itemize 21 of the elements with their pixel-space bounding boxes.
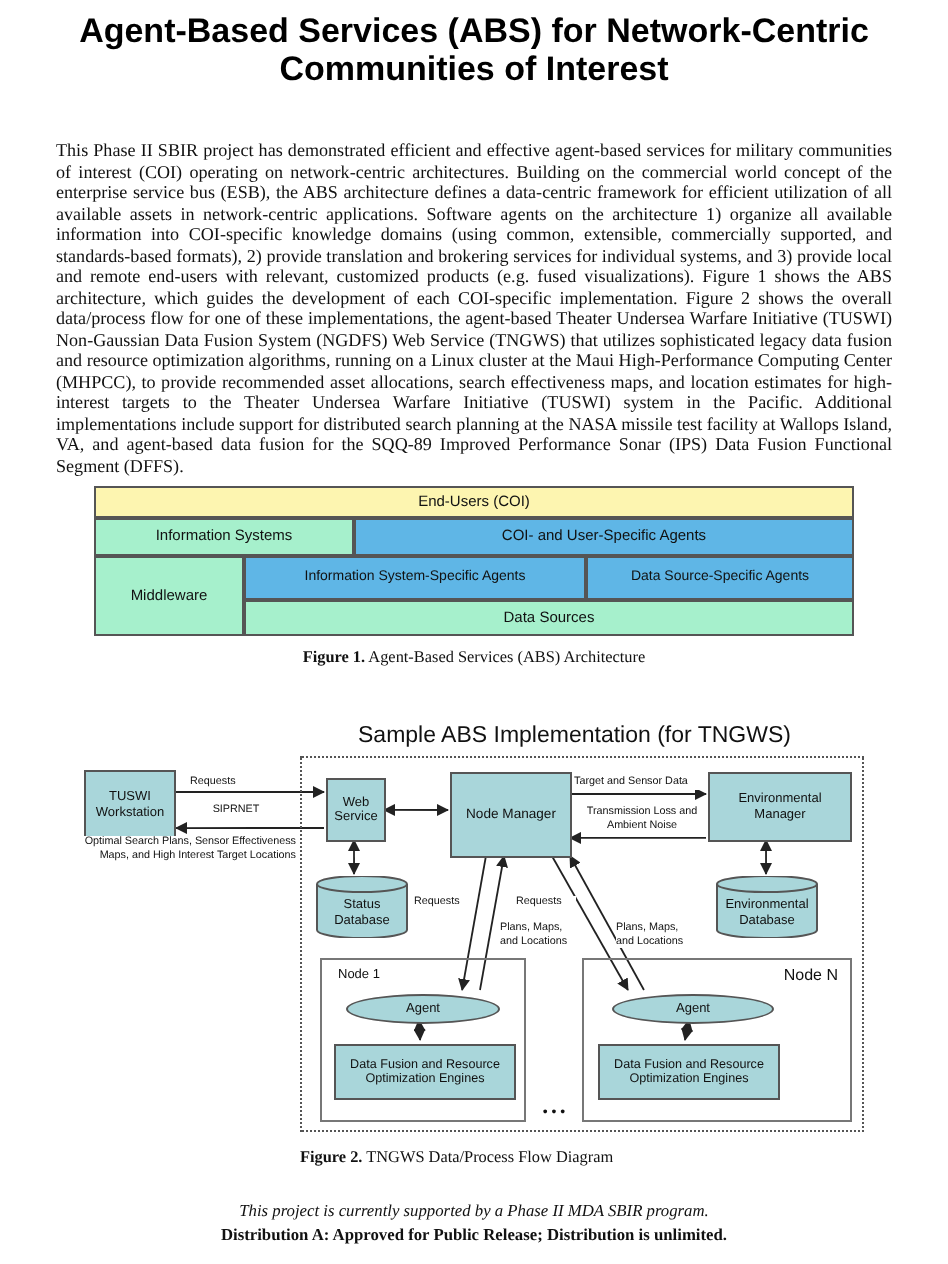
node-panel (320, 958, 526, 1122)
footer-note: Distribution A: Approved for Public Release; Distribution is unlimited. (218, 1226, 730, 1246)
arrow (348, 839, 360, 875)
figure-caption: Figure 2. TNGWS Data/Process Flow Diagram (300, 1148, 616, 1168)
arrow (383, 803, 449, 816)
arrow (479, 855, 508, 991)
page-title: Agent-Based Services (ABS) for Network-Centric Communities of Interest (77, 12, 871, 88)
node-panel (582, 958, 852, 1122)
arrow (569, 831, 707, 844)
footer-note: This project is currently supported by a Phase II MDA SBIR program. (237, 1202, 711, 1222)
figure-caption: Figure 1. Agent-Based Services (ABS) Architecture (300, 648, 648, 668)
arrow (175, 786, 325, 798)
group-title: Node N (783, 966, 838, 985)
arrow (175, 822, 325, 835)
group-title: Sample ABS Implementation (for TNGWS) (358, 724, 791, 750)
body-paragraph: This Phase II SBIR project has demonstrated efficient and effective agent-based services for military communities of interest (COI) operating on network-centric architectures. Building on the commercial world concept of the enterprise service bus (ESB), the ABS architecture defines a data-centric framework for efficient utilization of all available assets in network-centric applications. Software agents on the architecture 1) organize all available information into COI-specific knowledge domains (using common, extensible, commercially supported, and standards-based formats), 2) provide translation and brokering services for individual systems, and 3) provide local and remote end-users with relevant, customized products (e.g. fused visualizations). Figure 1 shows the ABS architecture, which guides the development of each COI-specific implementation. Figure 2 shows the overall data/process flow for one of these implementations, the agent-based Theater Undersea Warfare Initiative (TUSWI) Non-Gaussian Data Fusion System (NGDFS) Web Service (TNGWS) that utilizes sophisticated legacy data fusion and resource optimization algorithms, running on a Linux cluster at the Maui High-Performance Computing Center (MHPCC), to provide recommended asset allocations, search effectiveness maps, and location estimates for high-interest targets to the Theater Undersea Warfare Initiative (TUSWI) system in the Pacific. Additional implementations include support for distributed search planning at the NASA missile test facility at Wallops Island, VA, and agent-based data fusion for the SQQ-89 Improved Performance Sonar (IPS) Data Fusion Functional Segment (DFFS). (56, 140, 892, 476)
arrow (551, 855, 629, 991)
arrow (458, 855, 487, 991)
arrow (569, 855, 645, 991)
arrow (569, 788, 707, 800)
arrow (760, 839, 773, 875)
